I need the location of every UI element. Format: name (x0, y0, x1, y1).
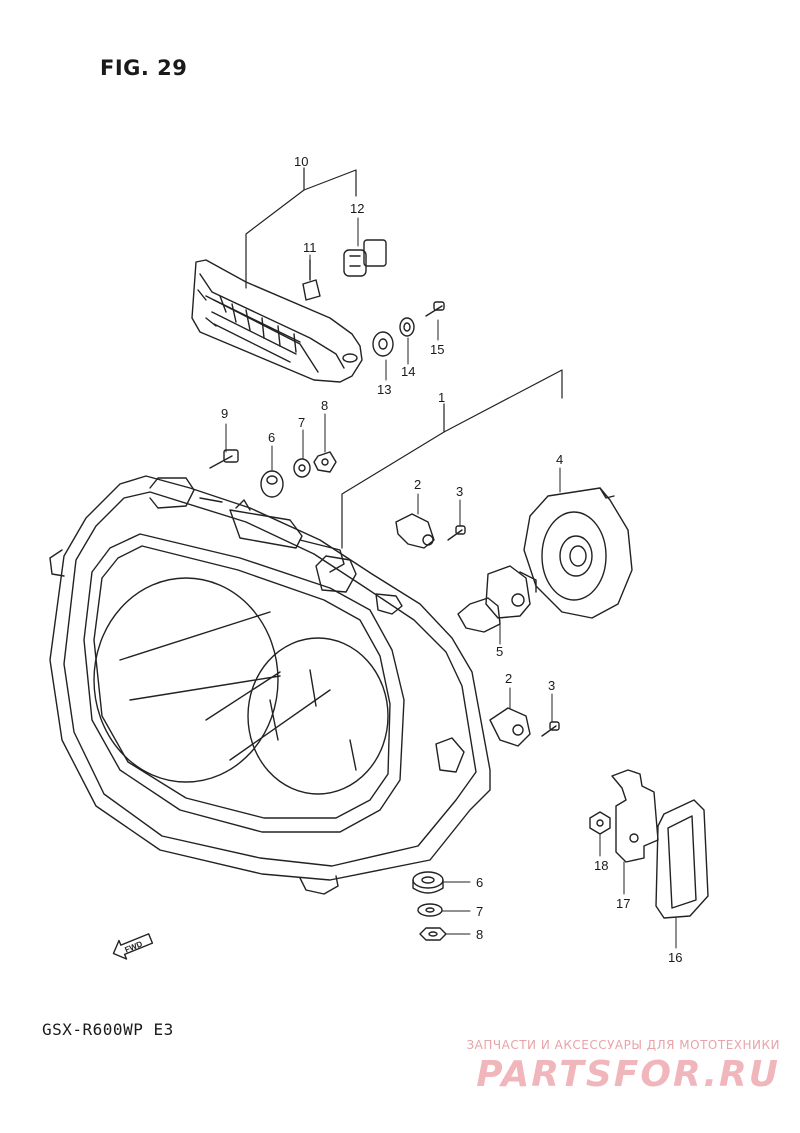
nut-8-upper (313, 451, 337, 473)
leader-lines (225, 217, 677, 949)
headlamp-housing (49, 475, 491, 895)
part-label-2-lower: 2 (505, 671, 512, 686)
part-label-3-upper: 3 (456, 484, 463, 499)
part-label-8-lower: 8 (476, 927, 483, 942)
headlamp-bulb-5 (457, 565, 537, 633)
housing-bracket-line (341, 369, 563, 549)
part-number-labels: 10 12 11 15 14 13 9 8 7 6 1 4 2 3 5 2 3 … (221, 154, 682, 965)
reflector-bracket-17 (611, 769, 659, 863)
socket-12 (343, 239, 387, 277)
watermark: ЗАПЧАСТИ И АКСЕССУАРЫ ДЛЯ МОТОТЕХНИКИ PA… (466, 1038, 780, 1095)
part-label-11: 11 (303, 240, 317, 255)
clip-2-lower (489, 707, 531, 747)
part-label-7-upper: 7 (298, 415, 305, 430)
side-reflector-16 (655, 799, 709, 919)
grommet-6-lower (412, 871, 444, 894)
part-label-3-lower: 3 (548, 678, 555, 693)
grommet-6-upper (260, 470, 284, 498)
screw-15 (425, 301, 445, 317)
washer-14 (399, 317, 415, 337)
part-label-16: 16 (668, 950, 682, 965)
lamp-bracket-line (245, 167, 357, 289)
part-label-9: 9 (221, 406, 228, 421)
figure-title: FIG. 29 (100, 56, 188, 80)
watermark-tagline: ЗАПЧАСТИ И АКСЕССУАРЫ ДЛЯ МОТОТЕХНИКИ (466, 1038, 780, 1052)
fwd-label: FWD (123, 939, 143, 954)
nut-18 (589, 811, 611, 835)
nut-8-lower (419, 927, 447, 941)
part-label-1: 1 (438, 390, 445, 405)
part-label-6-lower: 6 (476, 875, 483, 890)
screw-3-upper (447, 525, 466, 541)
dust-cover-4 (523, 487, 633, 619)
part-label-18: 18 (594, 858, 608, 873)
part-label-7-lower: 7 (476, 904, 483, 919)
bulb-11 (302, 259, 321, 301)
grommet-13 (372, 331, 394, 357)
fwd-arrow-icon: FWD (112, 933, 154, 960)
clip-2-upper (395, 513, 435, 549)
bolt-9 (209, 449, 239, 469)
model-code: GSX-R600WP E3 (42, 1020, 174, 1039)
washer-7-upper (293, 458, 311, 478)
watermark-brand-logo: PARTSFOR.RU (476, 1054, 780, 1095)
part-label-6-upper: 6 (268, 430, 275, 445)
front-position-lamp (191, 259, 363, 383)
part-label-10: 10 (294, 154, 308, 169)
part-label-4: 4 (556, 452, 563, 467)
screw-3-lower (541, 721, 560, 737)
washer-7-lower (417, 903, 443, 917)
part-label-2-upper: 2 (414, 477, 421, 492)
part-label-13: 13 (377, 382, 391, 397)
part-label-14: 14 (401, 364, 415, 379)
part-label-17: 17 (616, 896, 630, 911)
part-label-5: 5 (496, 644, 503, 659)
part-label-12: 12 (350, 201, 364, 216)
part-label-15: 15 (430, 342, 444, 357)
part-label-8-upper: 8 (321, 398, 328, 413)
